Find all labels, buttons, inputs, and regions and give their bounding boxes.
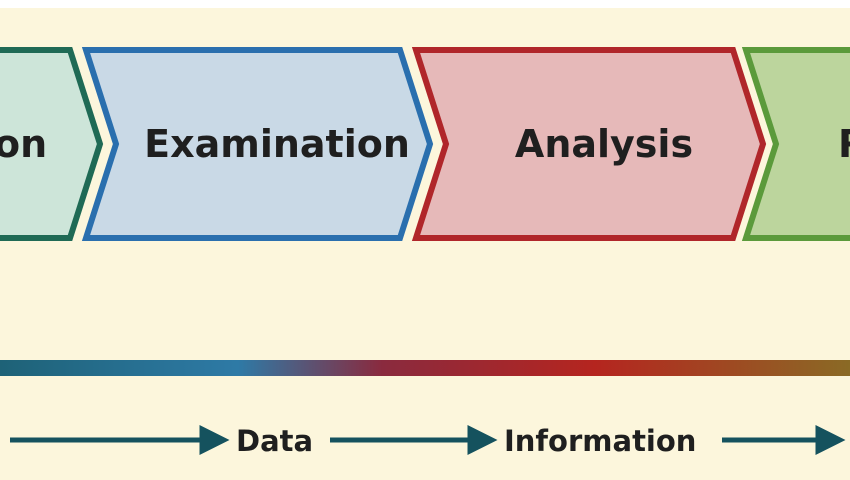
stage-examination-label: Examination bbox=[144, 122, 410, 166]
stage-collection-outline bbox=[0, 47, 104, 241]
flow-label-data: Data bbox=[236, 424, 313, 458]
stage-analysis: Analysis bbox=[411, 47, 767, 241]
flow-row: Data Information bbox=[10, 424, 846, 458]
stage-collection-chevron bbox=[0, 50, 100, 238]
stage-examination: Examination bbox=[81, 47, 434, 241]
stage-analysis-outline bbox=[411, 47, 767, 241]
stage-examination-chevron bbox=[86, 50, 430, 238]
stage-reporting: R bbox=[741, 47, 850, 241]
stage-reporting-chevron bbox=[746, 50, 850, 238]
stage-examination-outline bbox=[81, 47, 434, 241]
stage-reporting-outline bbox=[741, 47, 850, 241]
stage-collection-label: on bbox=[0, 122, 47, 166]
stage-collection: on bbox=[0, 47, 104, 241]
progress-gradient-bar bbox=[0, 360, 850, 376]
stage-analysis-chevron bbox=[416, 50, 763, 238]
flow-label-information: Information bbox=[504, 424, 696, 458]
stage-reporting-label: R bbox=[838, 122, 850, 166]
stage-analysis-label: Analysis bbox=[515, 122, 693, 166]
